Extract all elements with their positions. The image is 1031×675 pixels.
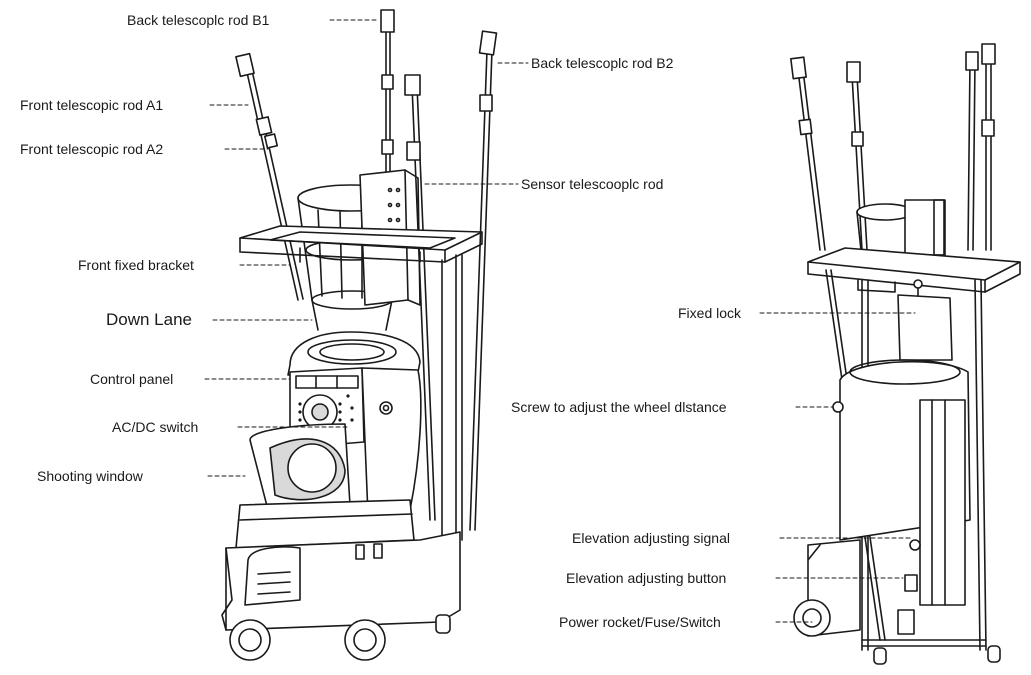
- label-power-socket: Power rocket/Fuse/Switch: [559, 614, 721, 630]
- label-elevation-button: Elevation adjusting button: [566, 570, 727, 586]
- front-wheels: [229, 614, 451, 661]
- label-front-rod-a1: Front telescopic rod A1: [20, 97, 164, 113]
- label-control-panel: Control panel: [90, 371, 174, 387]
- label-ac-dc-switch: AC/DC switch: [112, 419, 199, 435]
- rod-a1: [235, 52, 304, 301]
- label-fixed-lock: Fixed lock: [678, 305, 742, 321]
- front-view-machine: [221, 9, 498, 661]
- rod-a2: [404, 74, 436, 521]
- label-front-fixed-bracket: Front fixed bracket: [78, 257, 194, 273]
- rear-posts: [441, 254, 463, 541]
- rod-b2: [469, 30, 498, 531]
- leader-lines: [204, 19, 916, 623]
- rear-body: [832, 294, 971, 606]
- cart-base: [221, 531, 461, 631]
- label-down-lane: Down Lane: [106, 310, 193, 329]
- rear-view-machine: [790, 43, 1021, 665]
- front-fixed-bracket: [239, 225, 483, 263]
- rear-wheels: [793, 599, 1001, 665]
- label-shooting-window: Shooting window: [37, 468, 143, 484]
- label-back-rod-b1: Back telescoplc rod B1: [127, 12, 270, 28]
- rear-hopper: [856, 199, 946, 261]
- label-elevation-signal: Elevation adjusting signal: [572, 530, 730, 546]
- label-back-rod-b2: Back telescoplc rod B2: [531, 55, 674, 71]
- label-sensor-rod: Sensor telescooplc rod: [521, 176, 664, 192]
- rod-b1: [380, 9, 395, 181]
- rear-top-frame: [807, 247, 1021, 299]
- rear-rods: [790, 43, 996, 251]
- label-screw-wheel-distance: Screw to adjust the wheel dlstance: [511, 399, 727, 415]
- label-front-rod-a2: Front telescopic rod A2: [20, 141, 164, 157]
- machine-head: [235, 331, 422, 549]
